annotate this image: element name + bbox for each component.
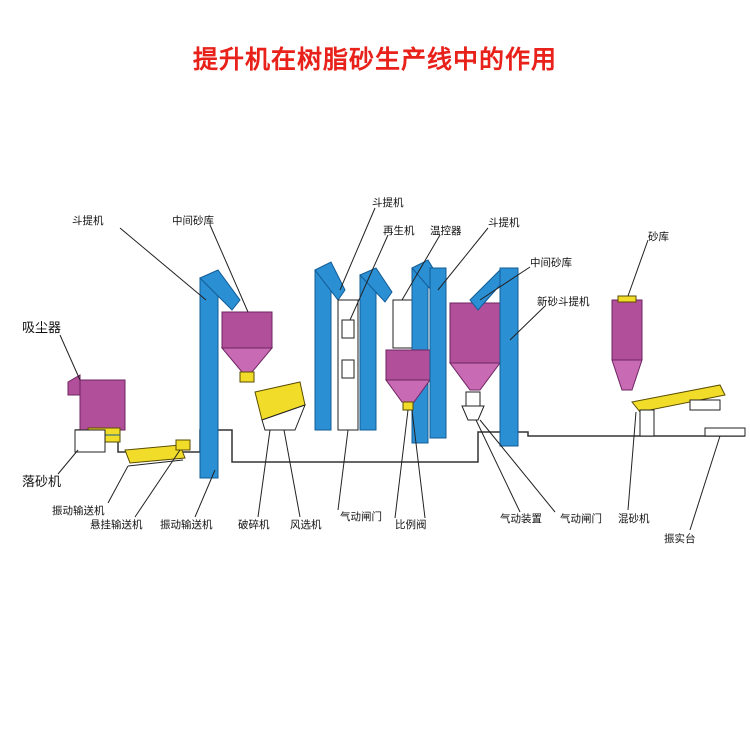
leader <box>479 419 556 513</box>
leader <box>437 227 489 291</box>
leader <box>401 234 441 301</box>
diagram-title: 提升机在树脂砂生产线中的作用 <box>192 45 557 74</box>
leader <box>394 409 409 519</box>
pneumatic-device <box>461 391 485 421</box>
leader <box>689 435 721 531</box>
temperature-controller <box>392 299 414 349</box>
leader <box>509 305 546 341</box>
label-bucket-elevator-2: 斗提机 <box>372 196 404 209</box>
new-sand-elevator <box>469 267 519 447</box>
floor-line <box>75 429 745 463</box>
leader <box>107 465 129 504</box>
regenerator <box>337 299 359 431</box>
sand-mixer <box>631 384 726 437</box>
label-proportional-valve: 比例阀 <box>395 518 427 531</box>
leader <box>627 411 637 511</box>
leader <box>134 449 181 518</box>
intermediate-hopper-2 <box>429 267 501 439</box>
intermediate-hopper-1 <box>220 311 274 383</box>
leader <box>627 239 649 297</box>
leader <box>257 429 271 518</box>
label-pneumatic-gate-2: 气动闸门 <box>560 512 602 525</box>
bucket-elevator-2 <box>314 261 393 431</box>
label-bucket-elevator-3: 斗提机 <box>488 216 520 229</box>
label-crusher: 破碎机 <box>238 518 270 531</box>
leader <box>194 469 216 518</box>
label-intermediate-hopper-2: 中间砂库 <box>530 256 572 269</box>
leader <box>349 234 389 321</box>
label-molding-table: 振实台 <box>664 532 696 545</box>
suspended-conveyor <box>175 439 191 451</box>
label-temp-controller: 温控器 <box>430 224 462 237</box>
leader <box>411 409 426 519</box>
label-suspended-conveyor: 悬挂输送机 <box>90 518 143 531</box>
leader <box>209 224 249 313</box>
label-pneumatic-gate-1: 气动闸门 <box>340 510 382 523</box>
molding-table <box>704 427 746 437</box>
crusher <box>254 381 306 431</box>
leader <box>479 266 531 301</box>
label-intermediate-hopper-1: 中间砂库 <box>172 214 214 227</box>
sand-hopper <box>611 295 643 391</box>
leader <box>59 334 81 381</box>
label-sand-hopper: 砂库 <box>648 230 669 243</box>
label-vibrating-conveyor-2: 振动输送机 <box>160 518 213 531</box>
vibrating-conveyor-1 <box>124 444 186 467</box>
leader <box>57 449 79 475</box>
hopper-small <box>385 349 431 411</box>
leader <box>339 207 376 291</box>
leader <box>119 227 207 301</box>
bucket-elevator-1 <box>199 269 241 479</box>
label-bucket-elevator-1: 斗提机 <box>72 214 104 227</box>
leader <box>475 419 521 513</box>
label-new-sand-elevator: 新砂斗提机 <box>537 295 590 308</box>
label-air-separator: 风选机 <box>290 518 322 531</box>
leader <box>283 429 301 518</box>
label-vibrating-conveyor-1: 振动输送机 <box>52 504 105 517</box>
label-pneumatic-device: 气动装置 <box>500 512 542 525</box>
leader <box>337 429 349 511</box>
shakeout-machine <box>74 429 106 453</box>
label-sand-mixer: 混砂机 <box>618 512 650 525</box>
label-shakeout: 落砂机 <box>22 475 61 490</box>
label-regenerator: 再生机 <box>383 224 415 237</box>
label-dust-collector: 吸尘器 <box>22 321 61 336</box>
